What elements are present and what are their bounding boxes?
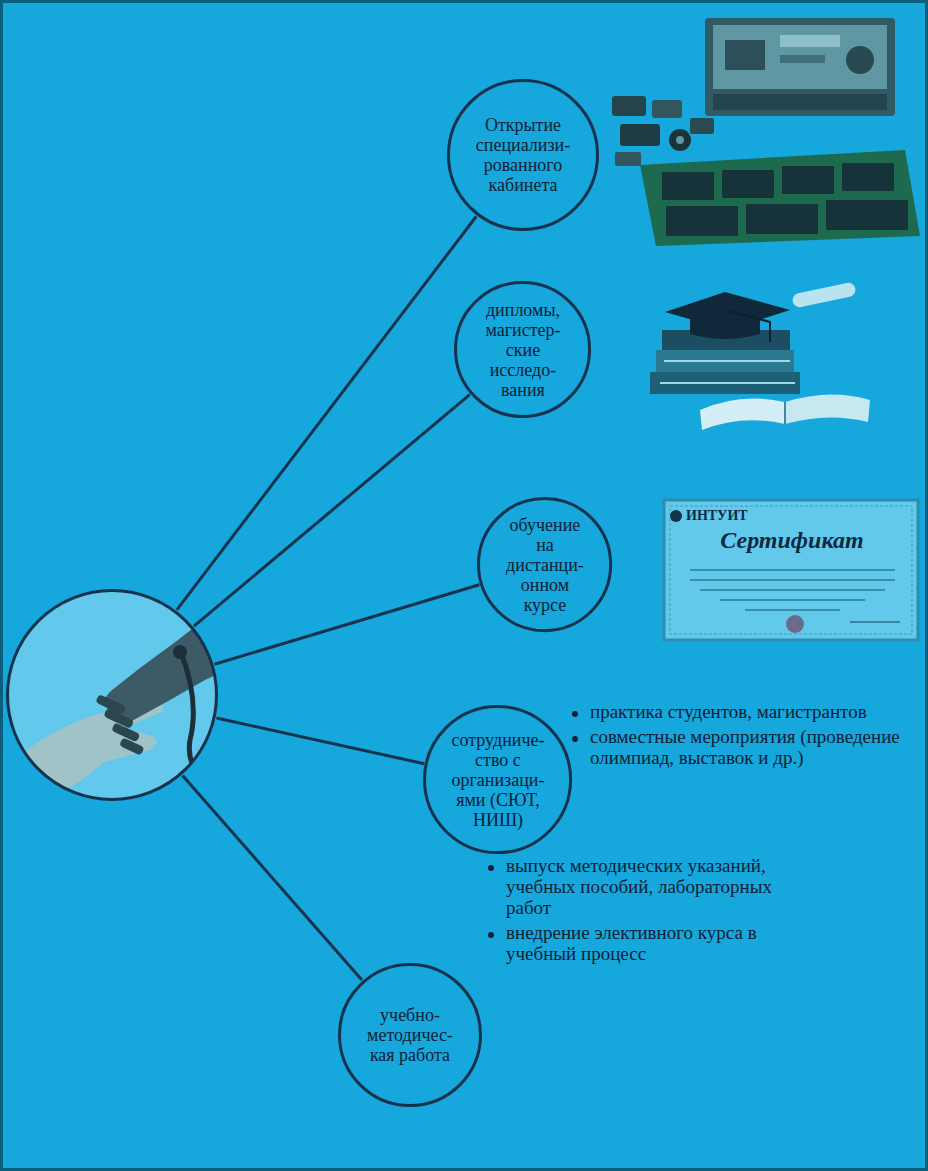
connector-line: [183, 775, 362, 980]
robot-kit-picture: [612, 18, 920, 246]
certificate-title: Сертификат: [720, 527, 863, 554]
bullet-item: внедрение элективного курса в учебный пр…: [488, 923, 780, 965]
connector-line: [177, 216, 477, 610]
circle-outline: [425, 707, 571, 853]
topic-circle: сотрудниче- ство с организаци- ями (СЮТ,…: [423, 705, 572, 854]
circle-text-block: Открытие специализи- рованного кабинета: [473, 115, 574, 196]
circle-label: учебно- методичес- кая работа: [364, 1005, 456, 1065]
connector-line: [216, 718, 424, 764]
bullet-text: практика студентов, магистрантов: [590, 702, 867, 723]
certificate-picture: [664, 500, 918, 640]
connector-line: [214, 585, 479, 665]
topic-circle: дипломы, магистер- ские исследо- вания: [454, 281, 591, 418]
circle-outline: [8, 591, 217, 800]
bullet-text: совместные мероприятия (проведение олимп…: [590, 727, 920, 769]
bullet-text: выпуск методических указаний, учебных по…: [506, 856, 780, 919]
bullet-item: практика студентов, магистрантов: [572, 702, 920, 723]
circle-text-block: сотрудниче- ство с организаци- ями (СЮТ,…: [448, 730, 547, 831]
circle-outline: [456, 283, 590, 417]
bullet-dot: [572, 711, 578, 717]
bullet-dot: [488, 932, 494, 938]
bullet-item: совместные мероприятия (проведение олимп…: [572, 727, 920, 769]
circle-text-block: учебно- методичес- кая работа: [364, 1005, 456, 1065]
connector-line: [194, 395, 470, 627]
bullet-dot: [572, 736, 578, 742]
bullet-item: выпуск методических указаний, учебных по…: [488, 856, 780, 919]
books-picture: [650, 281, 870, 430]
certificate-brand: ИНТУИТ: [686, 508, 748, 524]
circle-outline: [449, 81, 598, 230]
bullet-dot: [488, 865, 494, 871]
bullet-text: внедрение элективного курса в учебный пр…: [506, 923, 780, 965]
circle-label: сотрудниче- ство с организаци- ями (СЮТ,…: [448, 730, 547, 831]
handshake-picture: [0, 585, 230, 815]
hub-circle: [6, 589, 218, 801]
circle-shape: [6, 589, 218, 801]
certificate-title-box: Сертификат: [720, 527, 863, 554]
circle-label: обучение на дистанци- онном курсе: [503, 515, 587, 616]
circle-outline: [340, 965, 481, 1106]
topic-circle: учебно- методичес- кая работа: [338, 963, 482, 1107]
circle-label: дипломы, магистер- ские исследо- вания: [482, 300, 564, 401]
topic-circle: Открытие специализи- рованного кабинета: [447, 79, 599, 231]
topic-circle: обучение на дистанци- онном курсе: [477, 497, 612, 632]
circle-text-block: обучение на дистанци- онном курсе: [503, 515, 587, 616]
circle-outline: [479, 499, 611, 631]
circle-text-block: дипломы, магистер- ские исследо- вания: [482, 300, 564, 401]
circle-label: Открытие специализи- рованного кабинета: [473, 115, 574, 196]
certificate-brand-box: ИНТУИТ: [686, 508, 748, 524]
